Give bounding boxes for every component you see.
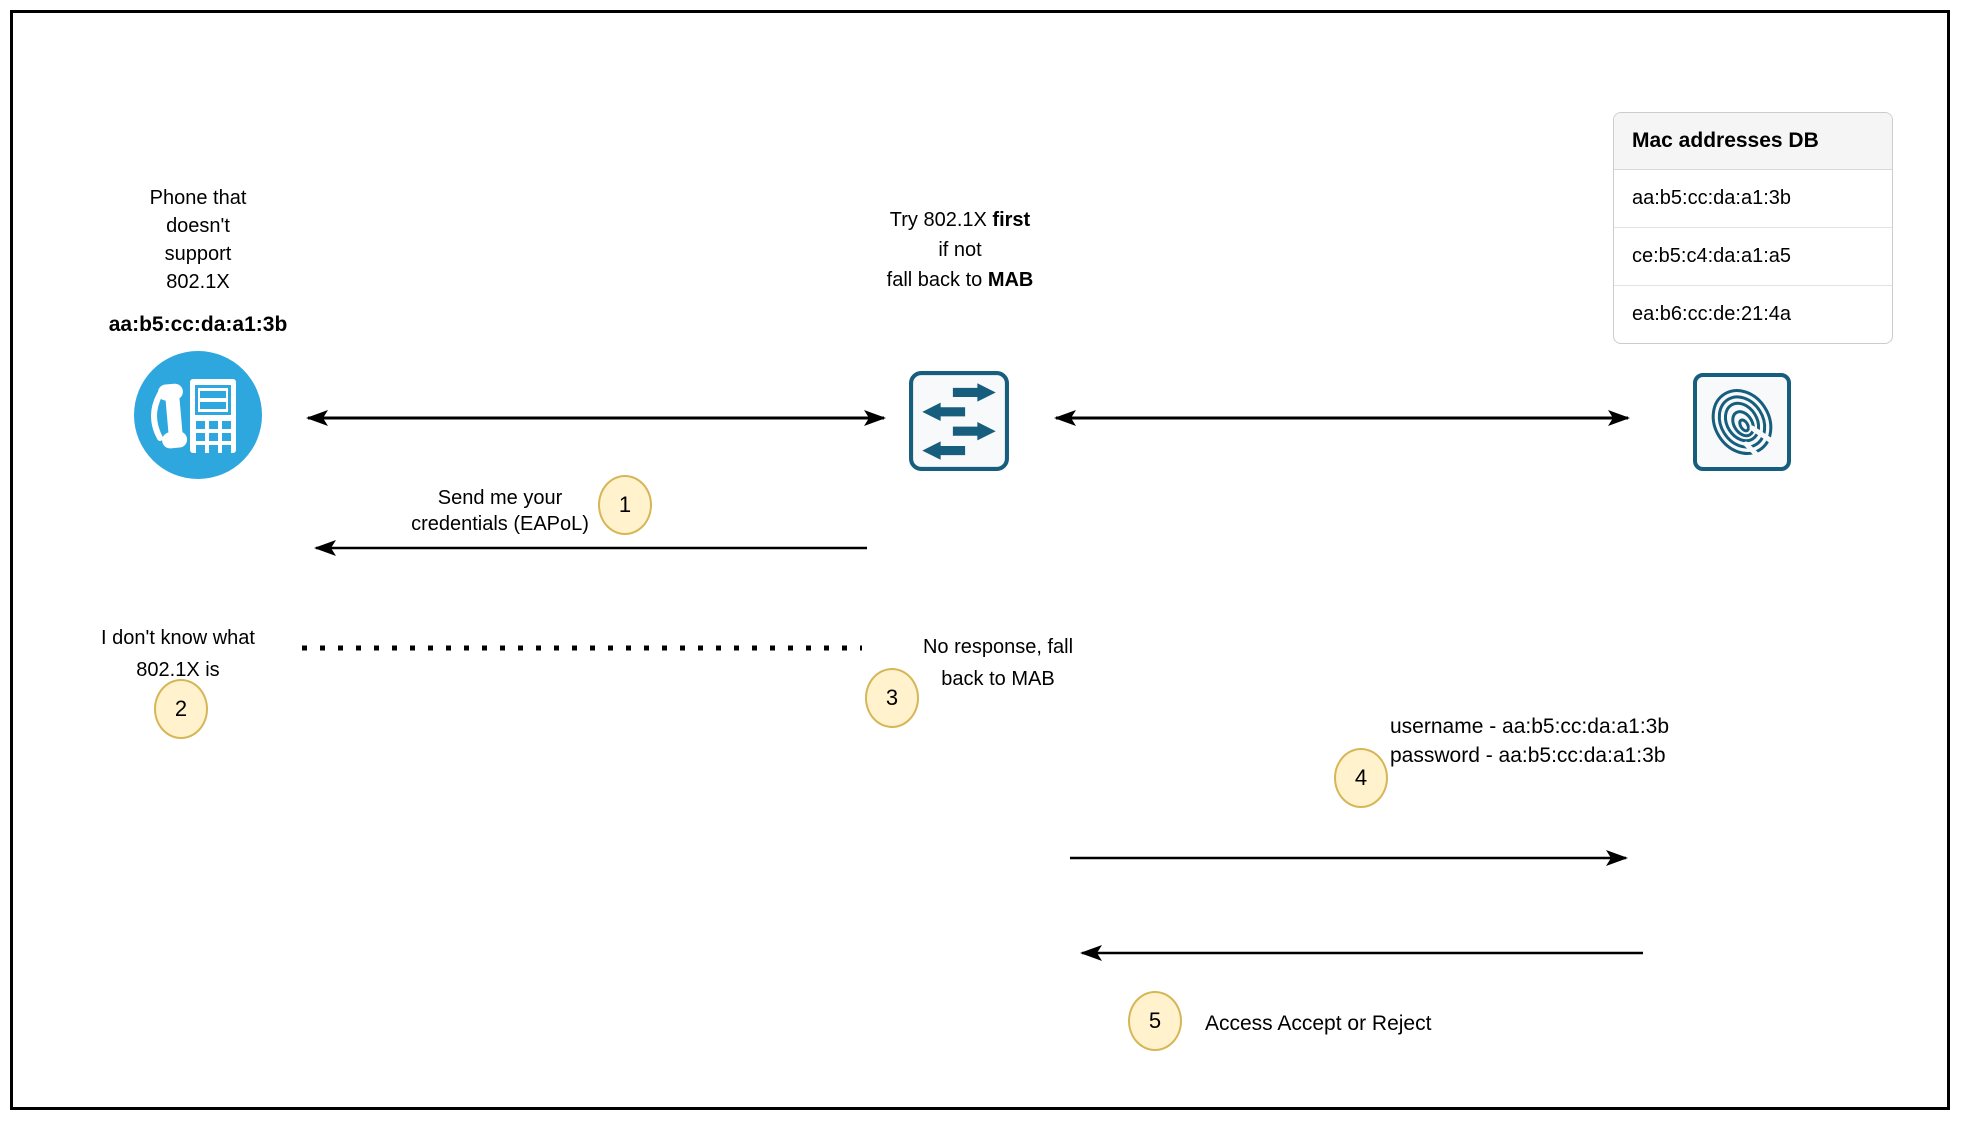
switch-caption-line3-bold: MAB xyxy=(987,269,1034,291)
fallback-mab-line: back to MAB xyxy=(941,668,1055,690)
eapol-request-label: Send me your credentials (EAPoL) xyxy=(380,485,620,537)
no-dot1x-label: I don't know what 802.1X is xyxy=(78,622,278,686)
step-badge-3: 3 xyxy=(865,668,919,728)
diagram-border xyxy=(10,10,1950,1110)
switch-node xyxy=(908,370,1010,472)
fallback-mab-line: No response, fall xyxy=(922,636,1074,658)
phone-caption-line: Phone that xyxy=(149,187,247,209)
phone-icon xyxy=(134,351,262,479)
phone-mac-address: aa:b5:cc:da:a1:3b xyxy=(108,313,288,336)
mac-db-row: aa:b5:cc:da:a1:3b xyxy=(1614,170,1892,228)
mab-credentials-line: username - aa:b5:cc:da:a1:3b xyxy=(1390,715,1670,738)
fallback-mab-label: No response, fall back to MAB xyxy=(898,631,1098,695)
step-badge-5: 5 xyxy=(1128,991,1182,1051)
switch-caption-line1-bold: first xyxy=(992,209,1031,231)
mac-addresses-db-table: Mac addresses DB aa:b5:cc:da:a1:3b ce:b5… xyxy=(1613,112,1893,344)
step-badge-2: 2 xyxy=(154,679,208,739)
switch-caption: Try 802.1X first if not fall back to MAB xyxy=(850,205,1070,295)
mac-db-title: Mac addresses DB xyxy=(1614,113,1892,170)
step-badge-4: 4 xyxy=(1334,748,1388,808)
ise-node xyxy=(1692,372,1792,472)
mab-credentials-line: password - aa:b5:cc:da:a1:3b xyxy=(1390,744,1666,767)
phone-caption-line: 802.1X xyxy=(166,271,230,293)
eapol-request-line: Send me your xyxy=(437,487,563,509)
no-dot1x-line: I don't know what xyxy=(101,627,255,649)
fingerprint-icon xyxy=(1693,373,1791,471)
switch-caption-line3: fall back to xyxy=(886,269,988,291)
switch-caption-line1: Try 802.1X xyxy=(889,209,993,231)
phone-node xyxy=(133,350,263,480)
eapol-request-line: credentials (EAPoL) xyxy=(411,513,589,535)
mac-db-row: ce:b5:c4:da:a1:a5 xyxy=(1614,228,1892,286)
phone-caption-line: doesn't xyxy=(166,215,230,237)
mab-credentials-label: username - aa:b5:cc:da:a1:3b password - … xyxy=(1390,712,1730,770)
access-result-label: Access Accept or Reject xyxy=(1205,1012,1432,1035)
mac-db-row: ea:b6:cc:de:21:4a xyxy=(1632,303,1792,325)
switch-caption-line2: if not xyxy=(938,239,982,261)
phone-caption: Phone that doesn't support 802.1X xyxy=(93,184,303,296)
switch-icon xyxy=(909,371,1009,471)
no-dot1x-line: 802.1X is xyxy=(136,659,220,681)
phone-caption-line: support xyxy=(164,243,232,265)
step-badge-1: 1 xyxy=(598,475,652,535)
